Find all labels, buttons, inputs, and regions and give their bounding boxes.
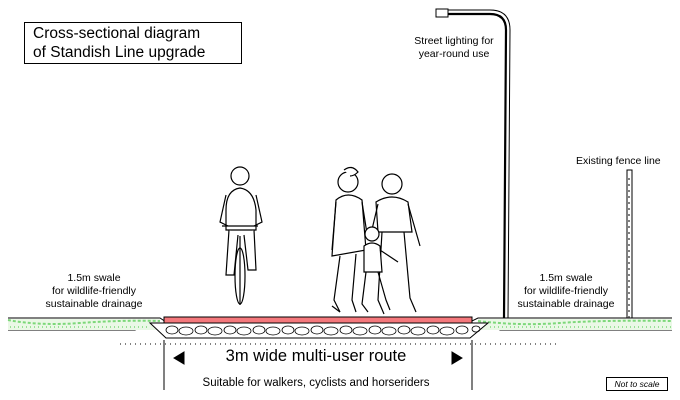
cyclist xyxy=(219,166,263,305)
path-surface xyxy=(163,316,473,324)
fence-post xyxy=(626,169,633,319)
title-line-2: of Standish Line upgrade xyxy=(33,44,206,61)
route-users-label: Suitable for walkers, cyclists and horse… xyxy=(202,377,430,389)
fence-label: Existing fence line xyxy=(576,155,661,167)
street-lighting-label: Street lighting for year-round use xyxy=(414,35,494,60)
diagram-title: Cross-sectional diagram of Standish Line… xyxy=(24,22,242,64)
route-width-arrow xyxy=(163,340,473,390)
title-line-1: Cross-sectional diagram xyxy=(33,25,201,42)
path-construction xyxy=(148,316,490,339)
right-swale-label: 1.5m swale for wildlife-friendly sustain… xyxy=(517,272,615,310)
left-swale-label: 1.5m swale for wildlife-friendly sustain… xyxy=(45,272,143,310)
street-light xyxy=(435,8,511,319)
route-width-label: 3m wide multi-user route xyxy=(225,347,407,365)
not-to-scale-badge: Not to scale xyxy=(606,377,668,391)
right-swale xyxy=(477,319,673,330)
woman-walker xyxy=(331,166,369,313)
left-swale xyxy=(7,319,161,330)
child-walker xyxy=(361,226,399,313)
man-walker xyxy=(369,173,421,315)
